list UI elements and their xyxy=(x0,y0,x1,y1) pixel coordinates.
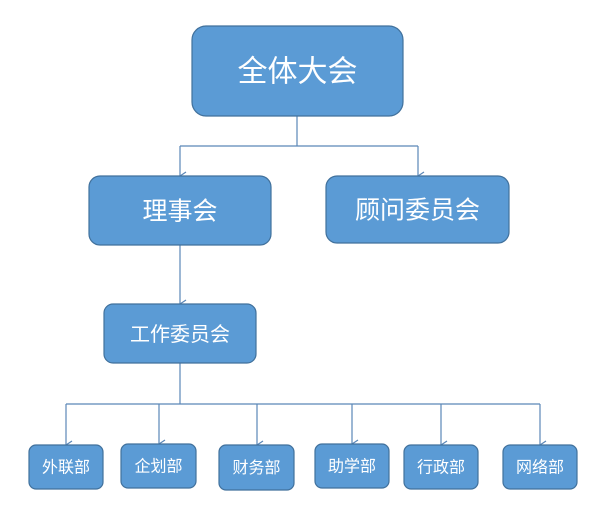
node-label: 理事会 xyxy=(142,197,217,226)
node-label: 行政部 xyxy=(417,458,465,477)
node-label: 全体大会 xyxy=(238,55,358,90)
node-dept-outreach[interactable]: 外联部 xyxy=(28,444,104,490)
node-label: 外联部 xyxy=(42,458,90,477)
node-label: 企划部 xyxy=(134,457,182,476)
node-dept-administration[interactable]: 行政部 xyxy=(403,444,479,490)
node-general-assembly[interactable]: 全体大会 xyxy=(191,25,404,117)
node-label: 顾问委员会 xyxy=(355,196,480,225)
node-dept-finance[interactable]: 财务部 xyxy=(218,444,295,491)
node-label: 网络部 xyxy=(516,458,564,477)
node-dept-planning[interactable]: 企划部 xyxy=(120,443,197,489)
node-advisory-committee[interactable]: 顾问委员会 xyxy=(325,175,510,244)
connectors xyxy=(64,116,547,450)
node-council[interactable]: 理事会 xyxy=(88,175,272,246)
node-label: 助学部 xyxy=(328,457,376,476)
node-working-committee[interactable]: 工作委员会 xyxy=(103,303,257,364)
node-label: 工作委员会 xyxy=(130,322,230,346)
node-dept-student-aid[interactable]: 助学部 xyxy=(314,443,390,489)
node-dept-network[interactable]: 网络部 xyxy=(502,444,578,490)
node-label: 财务部 xyxy=(232,458,280,477)
